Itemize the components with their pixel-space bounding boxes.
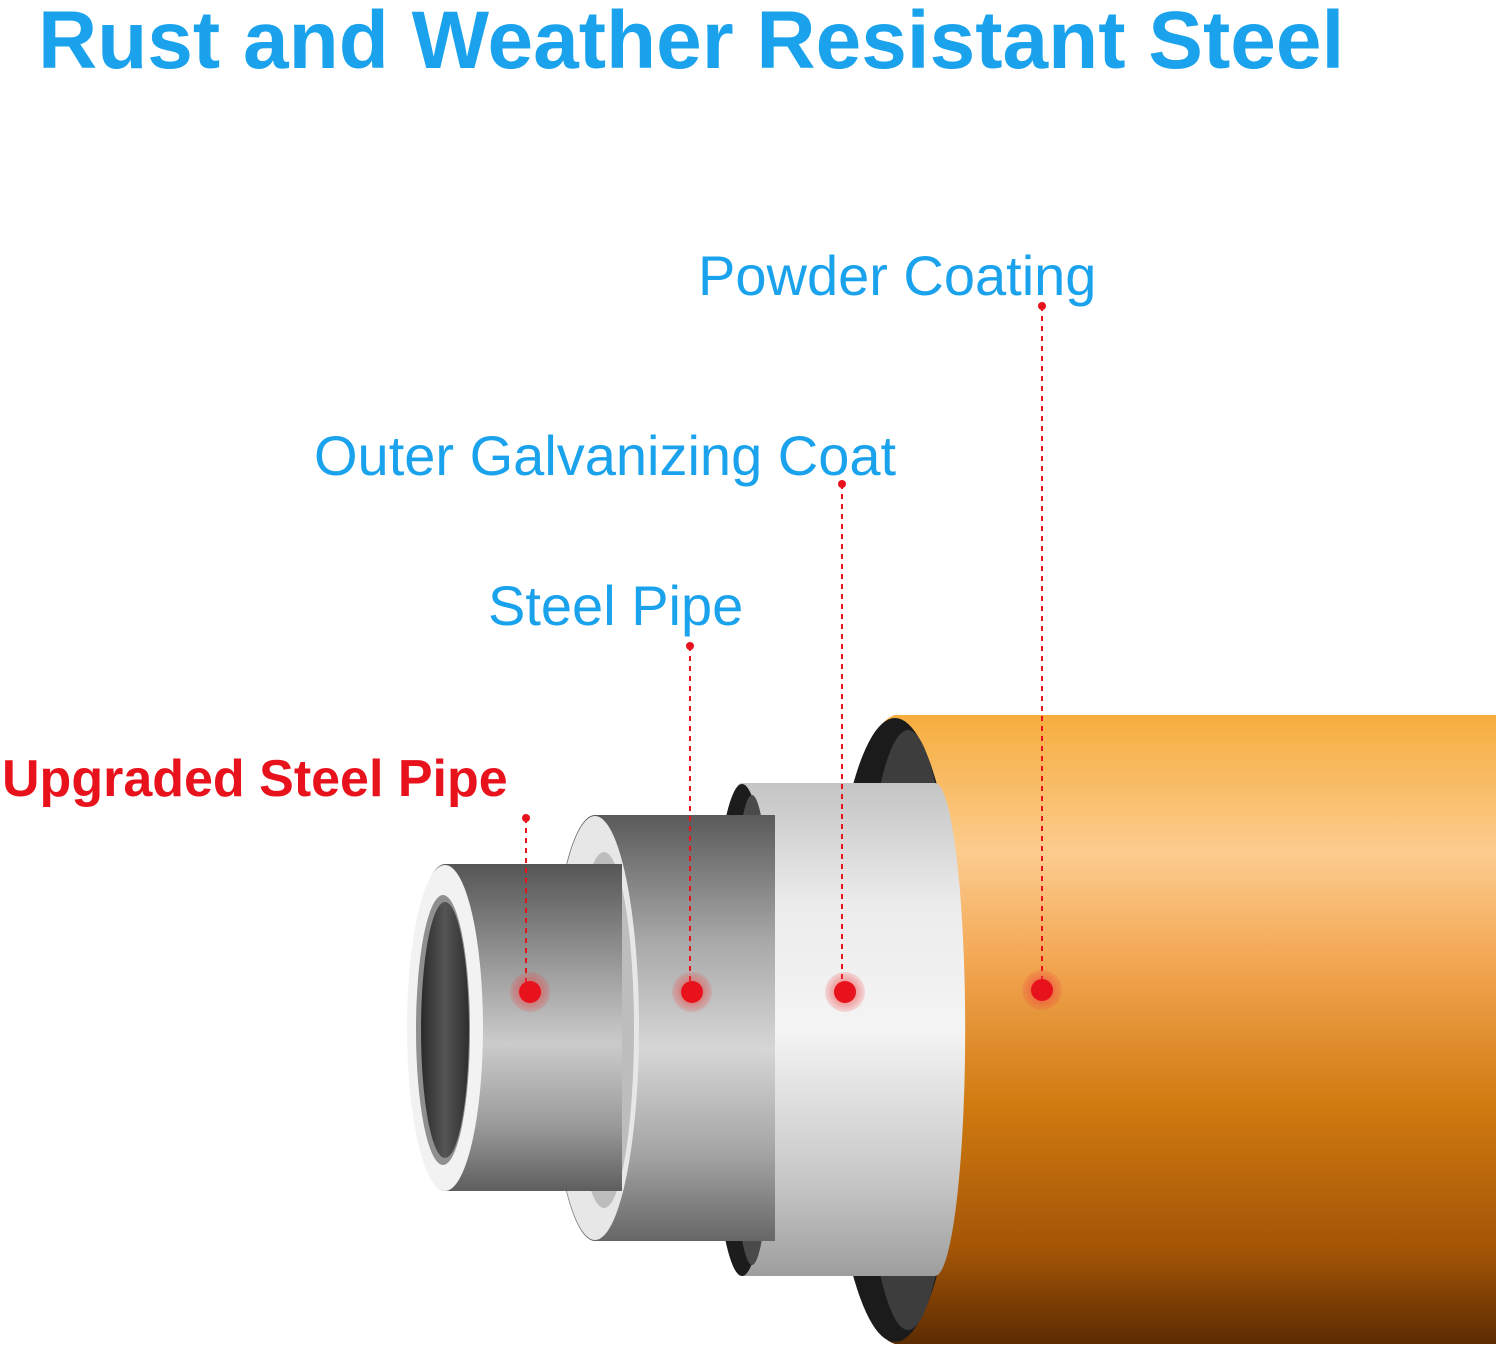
upgraded-pipe-marker [510,972,550,1012]
page-title: Rust and Weather Resistant Steel [38,0,1345,86]
steel-pipe-label: Steel Pipe [488,574,744,637]
leader-endpoints [522,302,1046,822]
outer-galvanizing-coat-label: Outer Galvanizing Coat [314,424,897,487]
upgraded-steel-pipe-layer [407,864,622,1191]
leader-lines [525,306,1043,992]
powder-coating-marker [1022,970,1062,1010]
upgraded-steel-pipe-label: Upgraded Steel Pipe [2,750,508,808]
steel-pipe-marker [672,972,712,1012]
galvanizing-coat-marker [825,972,865,1012]
powder-coating-label: Powder Coating [698,244,1097,307]
